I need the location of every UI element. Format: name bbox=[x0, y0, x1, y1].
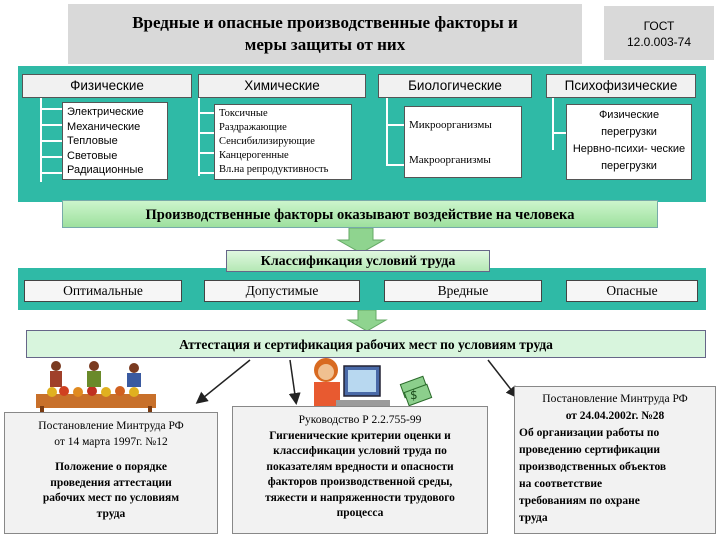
psychophysical-factors-list: Физические перегрузки Нервно-психи- ческ… bbox=[566, 104, 692, 180]
doc-left-line-6: труда bbox=[96, 507, 126, 520]
doc-left-line-4: проведения аттестации bbox=[50, 476, 172, 489]
svg-text:$: $ bbox=[410, 388, 418, 402]
connector bbox=[552, 132, 566, 134]
list-item: Вл.на репродуктивность bbox=[219, 164, 329, 175]
down-arrow-icon bbox=[336, 228, 386, 254]
category-header-physical: Физические bbox=[22, 74, 192, 98]
list-item: Сенсибилизирующие bbox=[219, 136, 315, 147]
doc-center-line-3: классификации условий труда по bbox=[273, 445, 447, 457]
doc-center-line-7: процесса bbox=[336, 507, 384, 519]
biological-factors-list: Микроорганизмы Макроорганизмы bbox=[404, 106, 522, 178]
list-item: Канцерогенные bbox=[219, 150, 289, 161]
doc-right: Постановление Минтруда РФ от 24.04.2002г… bbox=[514, 386, 716, 534]
list-item: Нервно-психи- ческие перегрузки bbox=[572, 143, 686, 172]
category-header-chemical: Химические bbox=[198, 74, 366, 98]
doc-left: Постановление Минтруда РФ от 14 марта 19… bbox=[4, 412, 218, 534]
gost-badge: ГОСТ 12.0.003-74 bbox=[604, 6, 714, 60]
arrow-right bbox=[487, 359, 518, 399]
connector bbox=[40, 172, 62, 174]
doc-center-line-5: факторов производственной среды, bbox=[267, 476, 453, 488]
doc-right-line-8: труда bbox=[519, 512, 548, 524]
list-item: Световые bbox=[67, 149, 118, 162]
arrow-center bbox=[288, 359, 301, 405]
doc-center-line-4: показателям вредности и опасности bbox=[266, 460, 454, 473]
class-dangerous: Опасные bbox=[566, 280, 698, 302]
doc-right-line-6: на соответствие bbox=[519, 478, 603, 490]
title-line-1: Вредные и опасные производственные факто… bbox=[132, 13, 518, 32]
arrow-left bbox=[195, 359, 251, 404]
connector bbox=[552, 96, 554, 150]
list-item: Тепловые bbox=[67, 135, 118, 147]
connector bbox=[198, 132, 214, 134]
doc-right-line-3: Об организации работы по bbox=[519, 427, 660, 439]
branch-arrows bbox=[195, 359, 518, 405]
doc-right-line-2: от 24.04.2002г. №28 bbox=[565, 410, 665, 422]
title-line-2: меры защиты от них bbox=[244, 35, 406, 54]
list-item: Механические bbox=[67, 120, 141, 133]
connector bbox=[386, 96, 388, 166]
connector bbox=[198, 152, 214, 154]
category-header-psychophysical: Психофизические bbox=[546, 74, 696, 98]
connector bbox=[198, 96, 200, 176]
gost-line-1: ГОСТ bbox=[643, 19, 675, 33]
impact-banner: Производственные факторы оказывают возде… bbox=[62, 200, 658, 228]
doc-right-line-1: Постановление Минтруда РФ bbox=[542, 393, 688, 405]
list-item: Радиационные bbox=[67, 164, 144, 176]
gost-line-2: 12.0.003-74 bbox=[626, 35, 692, 49]
doc-right-line-5: производственных объектов bbox=[519, 461, 667, 473]
class-harmful: Вредные bbox=[384, 280, 542, 302]
list-item: Электрические bbox=[67, 106, 144, 118]
list-item: Токсичные bbox=[219, 108, 268, 119]
doc-left-line-2: от 14 марта 1997г. №12 bbox=[54, 435, 168, 448]
connector bbox=[198, 172, 214, 174]
connector bbox=[40, 140, 62, 142]
connector bbox=[40, 108, 62, 110]
doc-center-line-6: тяжести и напряженности трудового bbox=[265, 491, 455, 504]
chemical-factors-list: Токсичные Раздражающие Сенсибилизирующие… bbox=[214, 104, 352, 180]
list-item: Раздражающие bbox=[219, 122, 287, 133]
connector bbox=[40, 124, 62, 126]
class-optimal: Оптимальные bbox=[24, 280, 182, 302]
connector bbox=[386, 164, 404, 166]
doc-left-line-1: Постановление Минтруда РФ bbox=[38, 420, 184, 432]
office-worker-clipart-icon bbox=[314, 358, 390, 408]
list-item: Физические перегрузки bbox=[598, 109, 660, 138]
physical-factors-list: Электрические Механические Тепловые Свет… bbox=[62, 102, 168, 180]
category-header-biological: Биологические bbox=[378, 74, 532, 98]
doc-right-line-4: проведению сертификации bbox=[519, 444, 661, 456]
connector bbox=[40, 156, 62, 158]
list-item: Макроорганизмы bbox=[409, 154, 491, 166]
page-title: Вредные и опасные производственные факто… bbox=[68, 4, 582, 64]
doc-center-line-2: Гигиенические критерии оценки и bbox=[269, 429, 451, 442]
attestation-banner: Аттестация и сертификация рабочих мест п… bbox=[26, 330, 706, 358]
doc-center-line-1: Руководство Р 2.2.755-99 bbox=[298, 414, 422, 426]
connector bbox=[198, 112, 214, 114]
connector bbox=[386, 124, 404, 126]
doc-left-line-5: рабочих мест по условиям bbox=[42, 492, 180, 504]
money-clipart-icon: $ bbox=[399, 375, 433, 407]
doc-left-line-3: Положение о порядке bbox=[55, 461, 167, 473]
market-clipart-icon bbox=[36, 361, 156, 414]
doc-center: Руководство Р 2.2.755-99 Гигиенические к… bbox=[232, 406, 488, 534]
list-item: Микроорганизмы bbox=[409, 119, 492, 131]
classification-title: Классификация условий труда bbox=[226, 250, 490, 272]
down-arrow-icon bbox=[346, 310, 388, 332]
connector bbox=[40, 96, 42, 182]
doc-right-line-7: требованиям по охране bbox=[519, 495, 640, 507]
class-acceptable: Допустимые bbox=[204, 280, 360, 302]
